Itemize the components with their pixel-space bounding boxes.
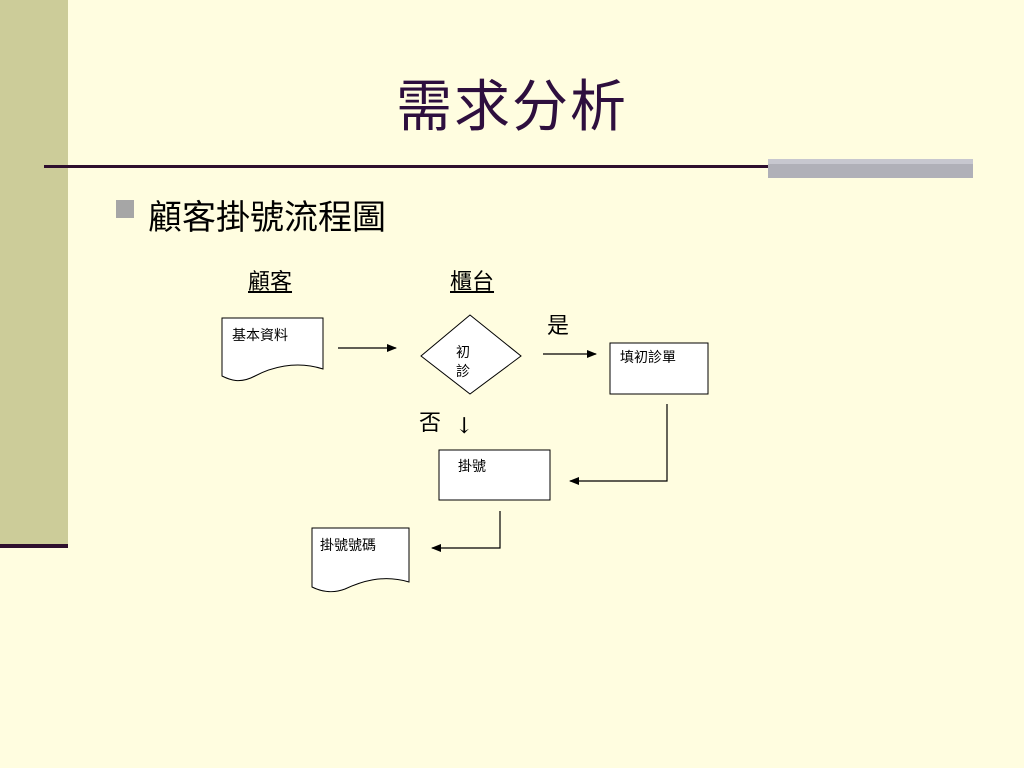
basic-data-label: 基本資料: [232, 328, 288, 344]
reg-number-document-shape: [311, 527, 410, 593]
basic-data-document-shape: [221, 317, 324, 382]
arrow-register-to-number: [431, 511, 501, 552]
down-arrow-glyph: ↓: [455, 414, 474, 439]
left-decor-line: [0, 544, 68, 548]
bullet-text: 顧客掛號流程圖: [148, 198, 386, 238]
left-decor-bar: [0, 0, 68, 545]
lane-header-customer: 顧客: [248, 270, 293, 295]
register-box: [438, 449, 551, 501]
yes-label: 是: [547, 314, 570, 339]
fill-form-box: [609, 342, 709, 395]
fill-form-label: 填初診單: [620, 350, 676, 366]
decision-label-line1: 初: [456, 345, 470, 361]
decision-label-line2: 診: [456, 364, 470, 380]
register-label: 掛號: [458, 459, 486, 475]
bullet-square-icon: [116, 200, 134, 218]
decision-diamond: [420, 314, 522, 395]
lane-header-counter: 櫃台: [450, 270, 495, 295]
no-label: 否: [419, 411, 442, 436]
title-accent-highlight: [768, 159, 973, 164]
title-divider: [44, 165, 973, 168]
slide-title: 需求分析: [396, 75, 628, 140]
reg-number-label: 掛號號碼: [320, 538, 376, 554]
arrow-fill-form-to-register: [569, 404, 668, 485]
